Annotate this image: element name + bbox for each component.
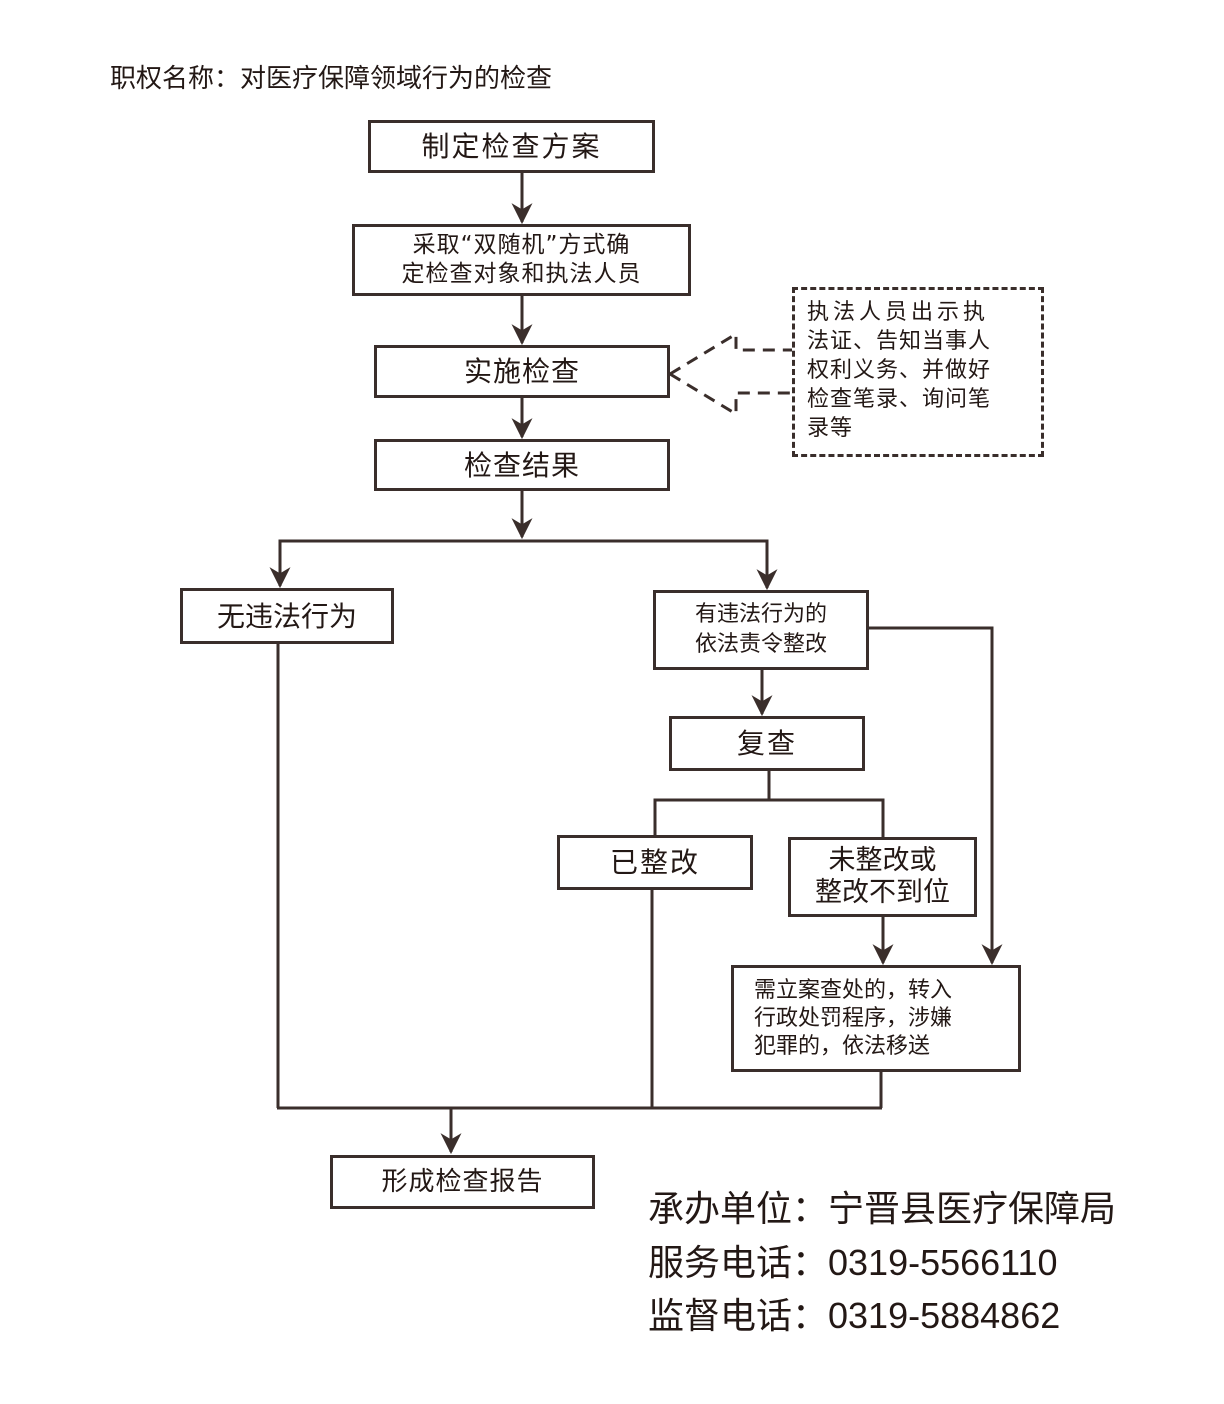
node-not-rectified-line2: 整改不到位 xyxy=(815,877,950,908)
node-implement-label: 实施检查 xyxy=(463,355,580,388)
node-report-label: 形成检查报告 xyxy=(381,1166,544,1197)
node-violation: 有违法行为的 依法责令整改 xyxy=(653,590,869,670)
split-line xyxy=(278,539,769,585)
node-violation-line2: 依法责令整改 xyxy=(694,632,827,657)
callout-lower xyxy=(669,372,792,417)
recheck-split xyxy=(653,798,885,838)
callout-upper xyxy=(669,331,792,376)
footer-supervise-value: 0319-5884862 xyxy=(828,1295,1061,1336)
node-recheck: 复查 xyxy=(669,716,865,771)
note-line-3: 权利义务、并做好 xyxy=(807,358,992,383)
node-plan: 制定检查方案 xyxy=(368,120,655,173)
page-title: 职权名称：对医疗保障领域行为的检查 xyxy=(110,64,553,94)
node-penalty-line1: 需立案查处的，转入 xyxy=(754,977,953,1003)
node-penalty-line3: 犯罪的，依法移送 xyxy=(754,1033,931,1059)
node-not-rectified: 未整改或 整改不到位 xyxy=(788,837,977,917)
node-select-line2: 定检查对象和执法人员 xyxy=(401,261,642,287)
node-report: 形成检查报告 xyxy=(330,1155,595,1209)
node-violation-line1: 有违法行为的 xyxy=(694,602,827,627)
note-line-1: 执法人员出示执 xyxy=(807,300,990,325)
node-result: 检查结果 xyxy=(374,439,670,491)
footer-service-phone: 服务电话：0319-5566110 xyxy=(648,1243,1058,1284)
footer-service-label: 服务电话： xyxy=(648,1243,829,1284)
node-rectified: 已整改 xyxy=(557,835,753,890)
node-result-label: 检查结果 xyxy=(463,448,580,482)
node-recheck-label: 复查 xyxy=(736,727,797,760)
note-line-5: 录等 xyxy=(807,416,854,441)
node-implement: 实施检查 xyxy=(374,345,670,398)
footer-org-value: 宁晋县医疗保障局 xyxy=(828,1189,1117,1230)
violation-right-branch xyxy=(868,626,994,960)
node-select: 采取“双随机”方式确 定检查对象和执法人员 xyxy=(352,224,691,296)
note-line-4: 检查笔录、询问笔 xyxy=(807,387,992,412)
node-not-rectified-line1: 未整改或 xyxy=(828,845,937,876)
node-select-line1: 采取“双随机”方式确 xyxy=(412,232,631,259)
node-penalty-line2: 行政处罚程序，涉嫌 xyxy=(754,1005,953,1031)
footer-supervise-label: 监督电话： xyxy=(648,1296,829,1337)
footer-org-label: 承办单位： xyxy=(648,1189,829,1230)
footer-supervise-phone: 监督电话：0319-5884862 xyxy=(648,1296,1060,1337)
node-penalty: 需立案查处的，转入 行政处罚程序，涉嫌 犯罪的，依法移送 xyxy=(731,965,1021,1072)
node-no-violation-label: 无违法行为 xyxy=(216,599,357,633)
node-note: 执法人员出示执 法证、告知当事人 权利义务、并做好 检查笔录、询问笔 录等 xyxy=(792,287,1044,457)
footer-org: 承办单位：宁晋县医疗保障局 xyxy=(648,1190,1116,1230)
node-no-violation: 无违法行为 xyxy=(180,588,394,644)
node-rectified-label: 已整改 xyxy=(609,846,700,879)
node-plan-label: 制定检查方案 xyxy=(421,130,602,163)
note-line-2: 法证、告知当事人 xyxy=(807,329,992,354)
footer-service-value: 0319-5566110 xyxy=(828,1242,1058,1283)
